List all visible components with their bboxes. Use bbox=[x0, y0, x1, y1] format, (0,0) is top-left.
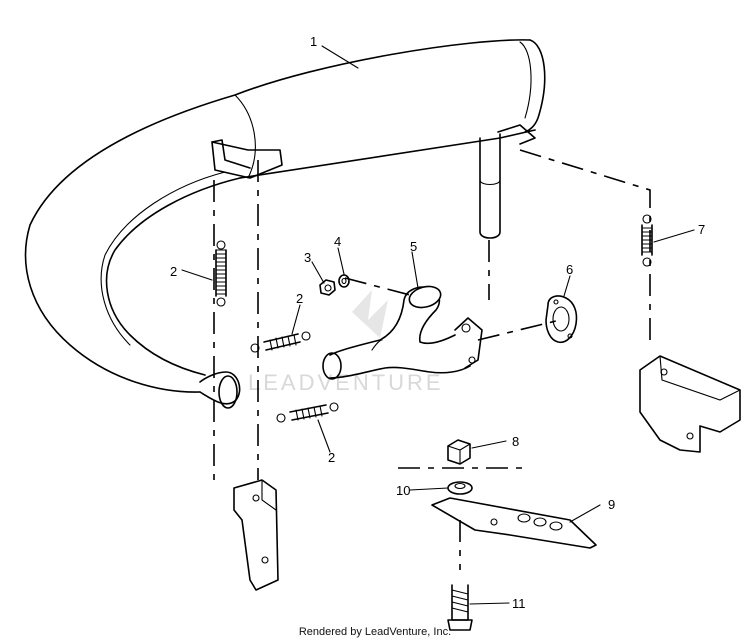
render-credit: Rendered by LeadVenture, Inc. bbox=[298, 626, 452, 638]
callout-7: 7 bbox=[698, 222, 705, 237]
callout-1: 1 bbox=[310, 34, 317, 49]
bracket-right bbox=[639, 355, 741, 453]
callout-2-c: 2 bbox=[328, 450, 335, 465]
gasket bbox=[545, 295, 578, 344]
washer-10 bbox=[447, 481, 473, 495]
spring-2 bbox=[250, 331, 311, 353]
plate-9 bbox=[431, 497, 597, 549]
callout-3: 3 bbox=[304, 250, 311, 265]
callout-2-a: 2 bbox=[170, 264, 177, 279]
nut-3 bbox=[319, 279, 336, 296]
callout-labels: 1 2 2 2 3 4 5 6 7 8 9 10 11 bbox=[170, 34, 705, 611]
leader-lines bbox=[181, 45, 695, 605]
callout-10: 10 bbox=[396, 483, 410, 498]
bolt-11 bbox=[447, 584, 473, 631]
spring-7 bbox=[641, 214, 653, 267]
bracket-left bbox=[233, 479, 279, 591]
callout-8: 8 bbox=[512, 434, 519, 449]
callout-6: 6 bbox=[566, 262, 573, 277]
callout-9: 9 bbox=[608, 497, 615, 512]
spring-3 bbox=[276, 402, 339, 423]
nut-8 bbox=[447, 439, 471, 465]
spring-1 bbox=[215, 240, 227, 307]
watermark: LEADVENTURE bbox=[248, 290, 444, 395]
callout-5: 5 bbox=[410, 239, 417, 254]
callout-4: 4 bbox=[334, 234, 341, 249]
watermark-text: LEADVENTURE bbox=[248, 370, 444, 395]
callout-11: 11 bbox=[512, 596, 526, 611]
callout-2-b: 2 bbox=[296, 291, 303, 306]
exhaust-manifold bbox=[322, 285, 483, 380]
washer-4 bbox=[338, 274, 350, 288]
muffler bbox=[24, 39, 546, 409]
centerlines bbox=[213, 149, 651, 570]
